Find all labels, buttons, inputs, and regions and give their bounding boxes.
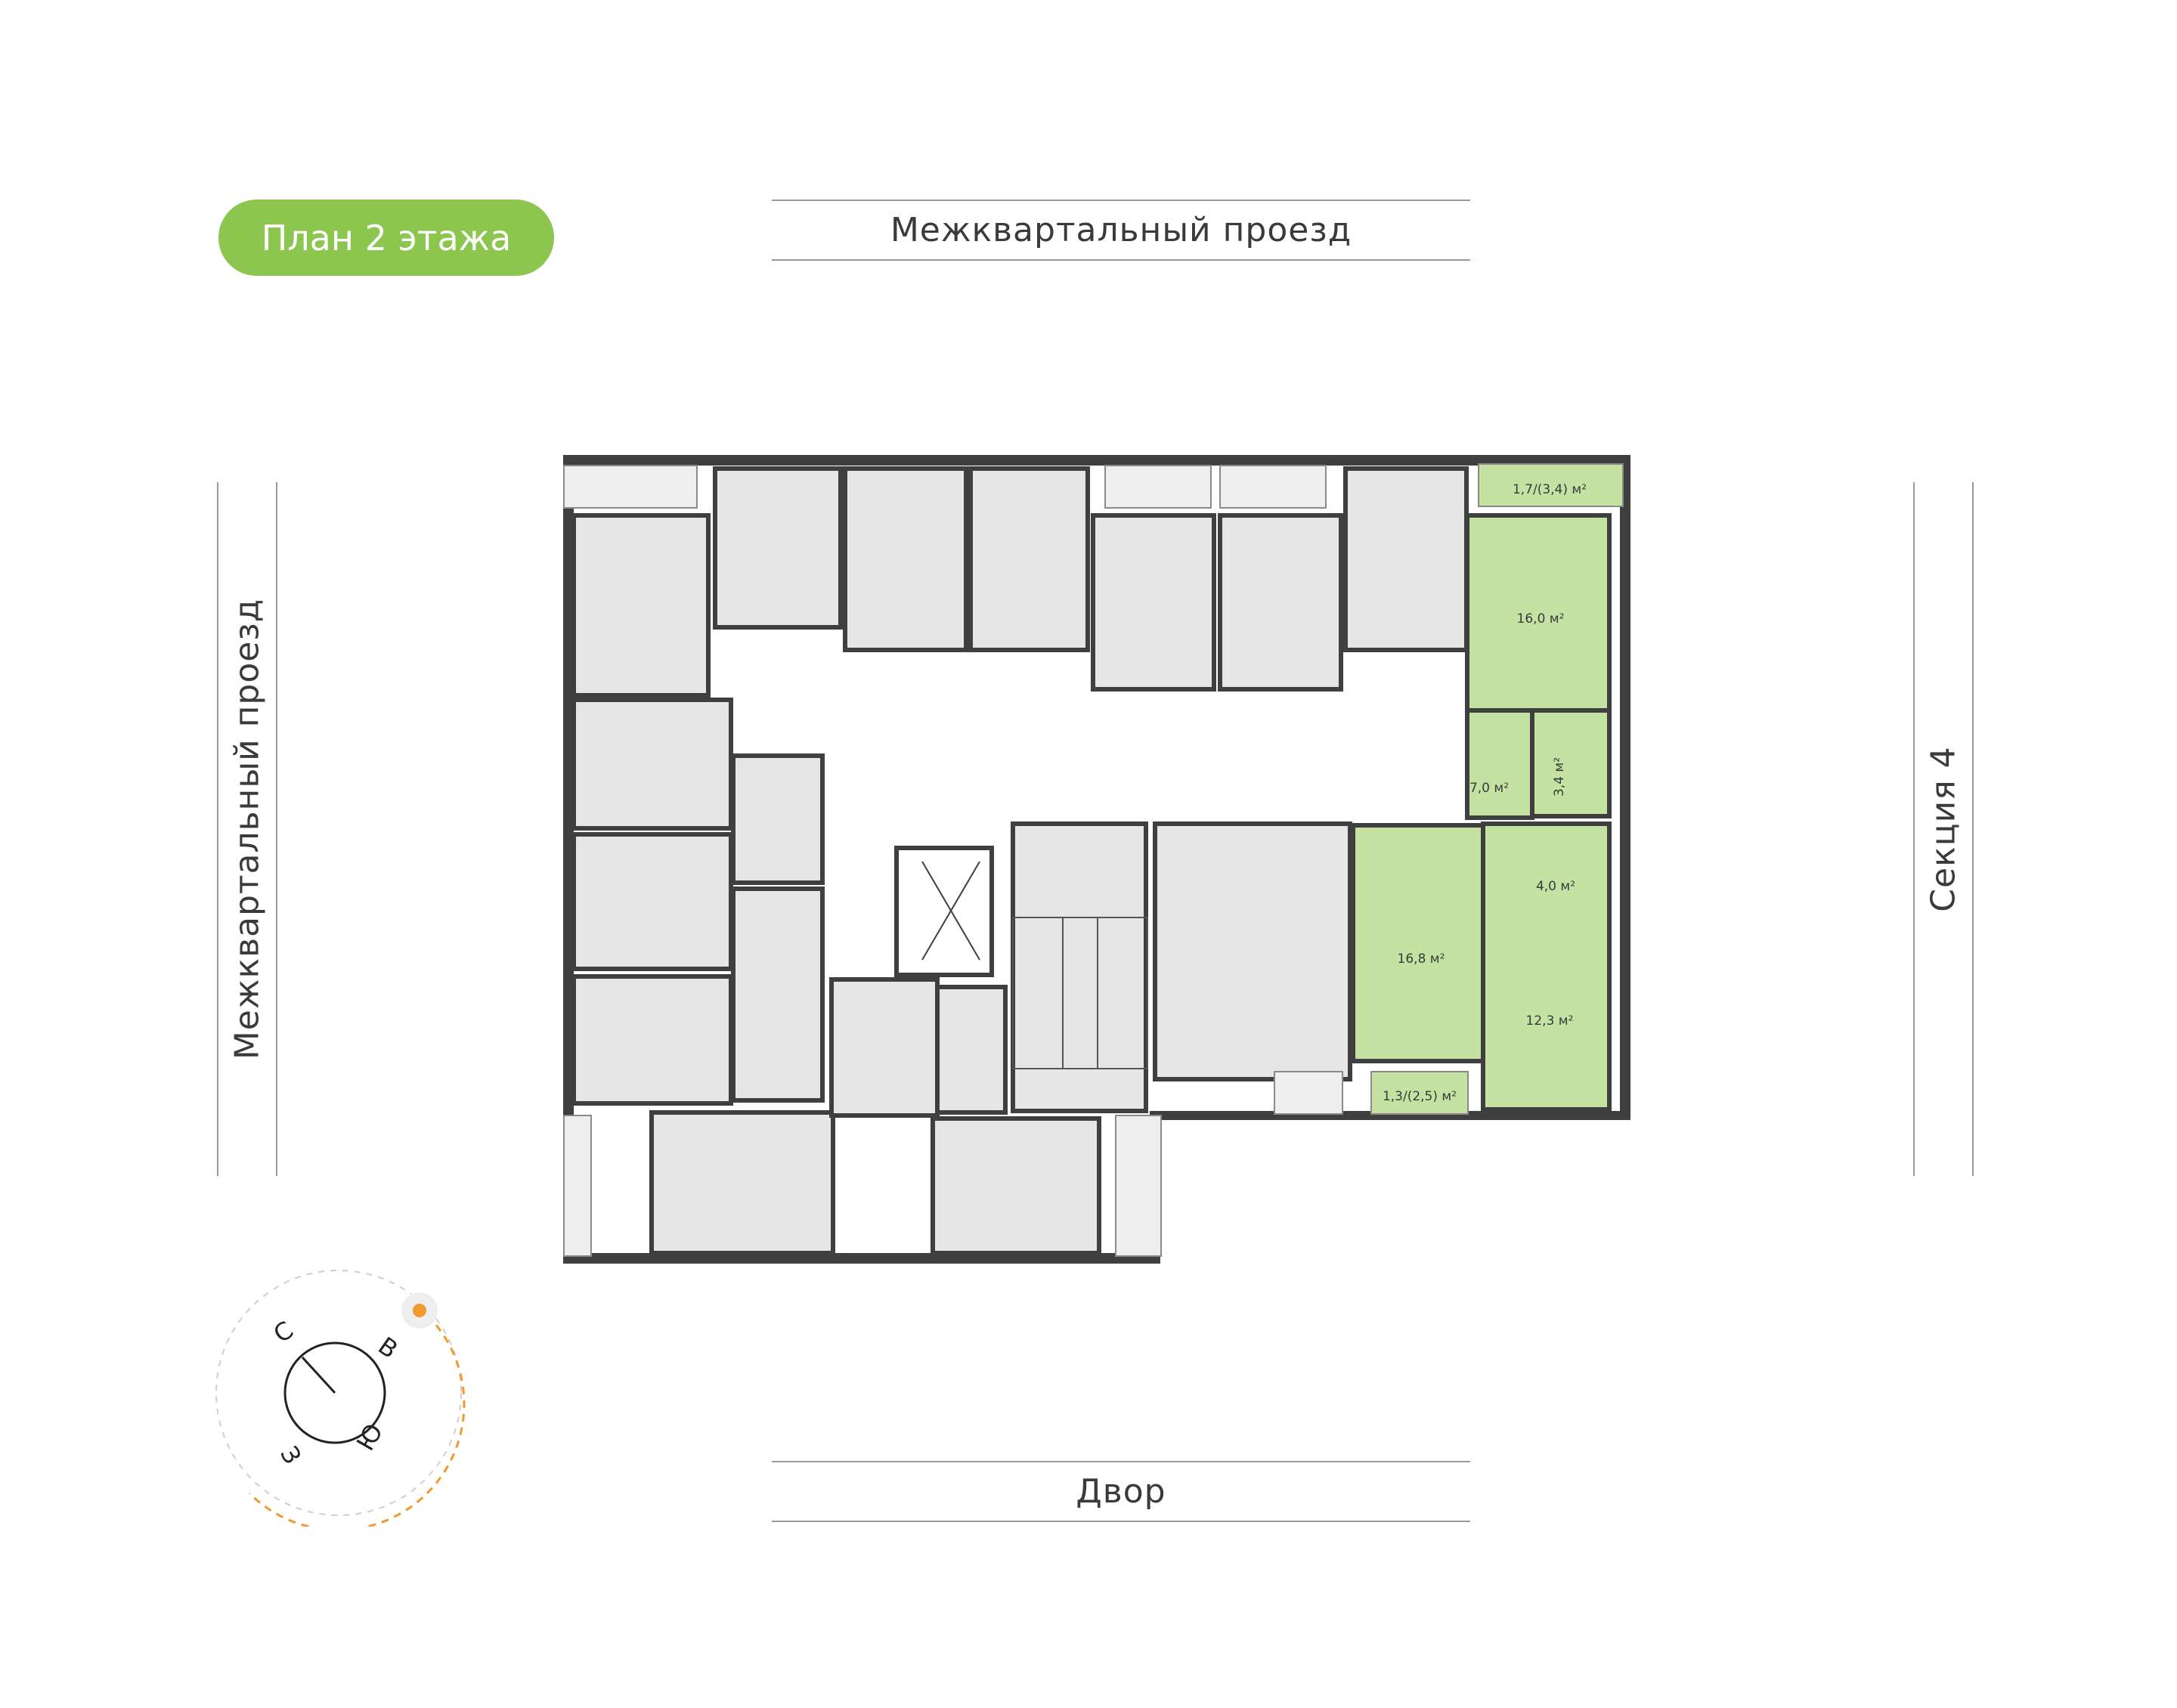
sun-icon bbox=[413, 1304, 426, 1317]
area-hall-7-0: 7,0 м² bbox=[1469, 781, 1509, 796]
area-bath-3-4: 3,4 м² bbox=[1552, 757, 1567, 797]
area-room-16-0: 16,0 м² bbox=[1517, 611, 1565, 627]
sun-path bbox=[248, 1313, 466, 1527]
area-balcony-top: 1,7/(3,4) м² bbox=[1513, 482, 1587, 497]
area-room-12-3: 12,3 м² bbox=[1526, 1013, 1574, 1029]
area-balcony-bottom: 1,3/(2,5) м² bbox=[1383, 1089, 1457, 1104]
compass-south: Ю bbox=[351, 1419, 389, 1456]
stairs bbox=[1012, 917, 1148, 1069]
road-label-left: Межквартальный проезд bbox=[217, 482, 277, 1176]
balconies bbox=[563, 465, 1343, 1257]
compass-circle bbox=[283, 1341, 386, 1444]
floor-plan-badge: План 2 этажа bbox=[218, 200, 554, 276]
section-label-right: Секция 4 bbox=[1913, 482, 1974, 1176]
compass-east: В bbox=[373, 1331, 403, 1364]
apartment-rooms-grey bbox=[571, 466, 1469, 1255]
compass-west: З bbox=[274, 1441, 307, 1469]
road-bottom-text: Двор bbox=[1076, 1472, 1166, 1511]
road-label-bottom: Двор bbox=[772, 1461, 1470, 1522]
road-top-text: Межквартальный проезд bbox=[890, 211, 1352, 249]
area-kitchen-16-8: 16,8 м² bbox=[1398, 951, 1445, 967]
road-label-top: Межквартальный проезд bbox=[772, 200, 1470, 261]
compass-rose: С В Ю З bbox=[215, 1270, 466, 1527]
area-labels: 1,7/(3,4) м² 16,0 м² 7,0 м² 3,4 м² 4,0 м… bbox=[1383, 482, 1587, 1104]
compass-orbit bbox=[215, 1270, 462, 1516]
compass-needle bbox=[301, 1356, 336, 1394]
stair-core bbox=[894, 846, 994, 977]
compass-north: С bbox=[268, 1316, 299, 1349]
highlighted-apartment bbox=[1351, 463, 1624, 1115]
area-bath-4-0: 4,0 м² bbox=[1536, 879, 1575, 894]
